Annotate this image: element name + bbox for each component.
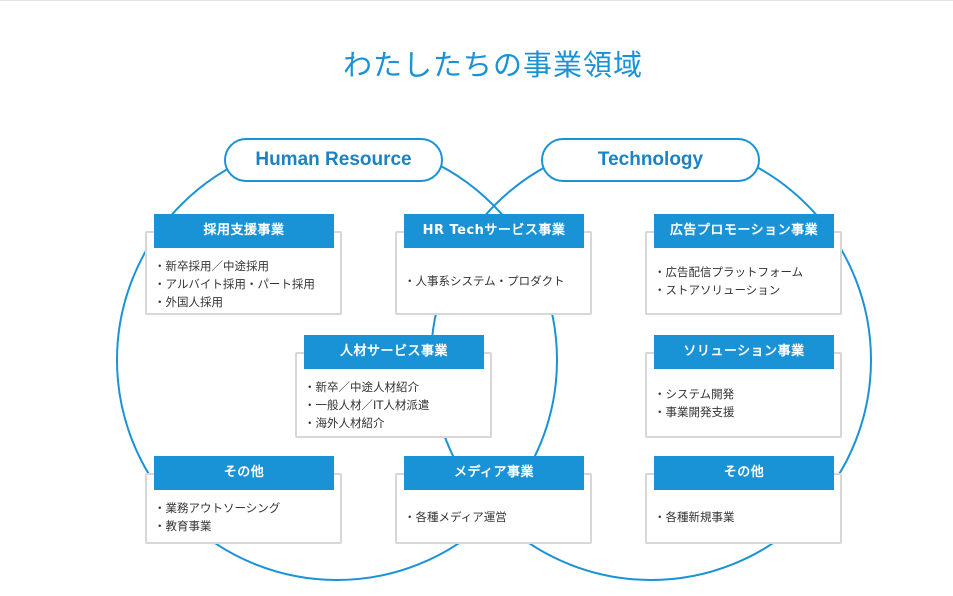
card-item: ・新卒／中途人材紹介 bbox=[304, 380, 419, 394]
card-item: ・外国人採用 bbox=[154, 295, 223, 309]
card-title: 人材サービス事業 bbox=[304, 335, 484, 369]
card-title: ソリューション事業 bbox=[654, 335, 834, 369]
card-title: その他 bbox=[154, 456, 334, 490]
technology-label: Technology bbox=[541, 138, 760, 182]
card-title: メディア事業 bbox=[404, 456, 584, 490]
card-item: ・人事系システム・プロダクト bbox=[404, 274, 565, 288]
card-item: ・新卒採用／中途採用 bbox=[154, 259, 269, 273]
human-resource-label: Human Resource bbox=[224, 138, 443, 182]
page-title: わたしたちの事業領域 bbox=[342, 48, 643, 82]
card-item: ・事業開発支援 bbox=[654, 405, 735, 419]
top-divider bbox=[0, 0, 953, 1]
card-title: 広告プロモーション事業 bbox=[654, 214, 834, 248]
card-item: ・ストアソリューション bbox=[654, 283, 781, 297]
card-item: ・アルバイト採用・パート採用 bbox=[154, 277, 315, 291]
card-title: その他 bbox=[654, 456, 834, 490]
card-item: ・各種メディア運営 bbox=[404, 510, 507, 524]
card-item: ・システム開発 bbox=[654, 387, 735, 401]
card-item: ・海外人材紹介 bbox=[304, 416, 385, 430]
card-title: HR Techサービス事業 bbox=[404, 214, 584, 248]
card-title: 採用支援事業 bbox=[154, 214, 334, 248]
card-item: ・各種新規事業 bbox=[654, 510, 735, 524]
card-item: ・業務アウトソーシング bbox=[154, 501, 281, 515]
card-item: ・一般人材／IT人材派遣 bbox=[304, 398, 430, 412]
card-item: ・教育事業 bbox=[154, 519, 212, 533]
card-item: ・広告配信プラットフォーム bbox=[654, 265, 804, 279]
